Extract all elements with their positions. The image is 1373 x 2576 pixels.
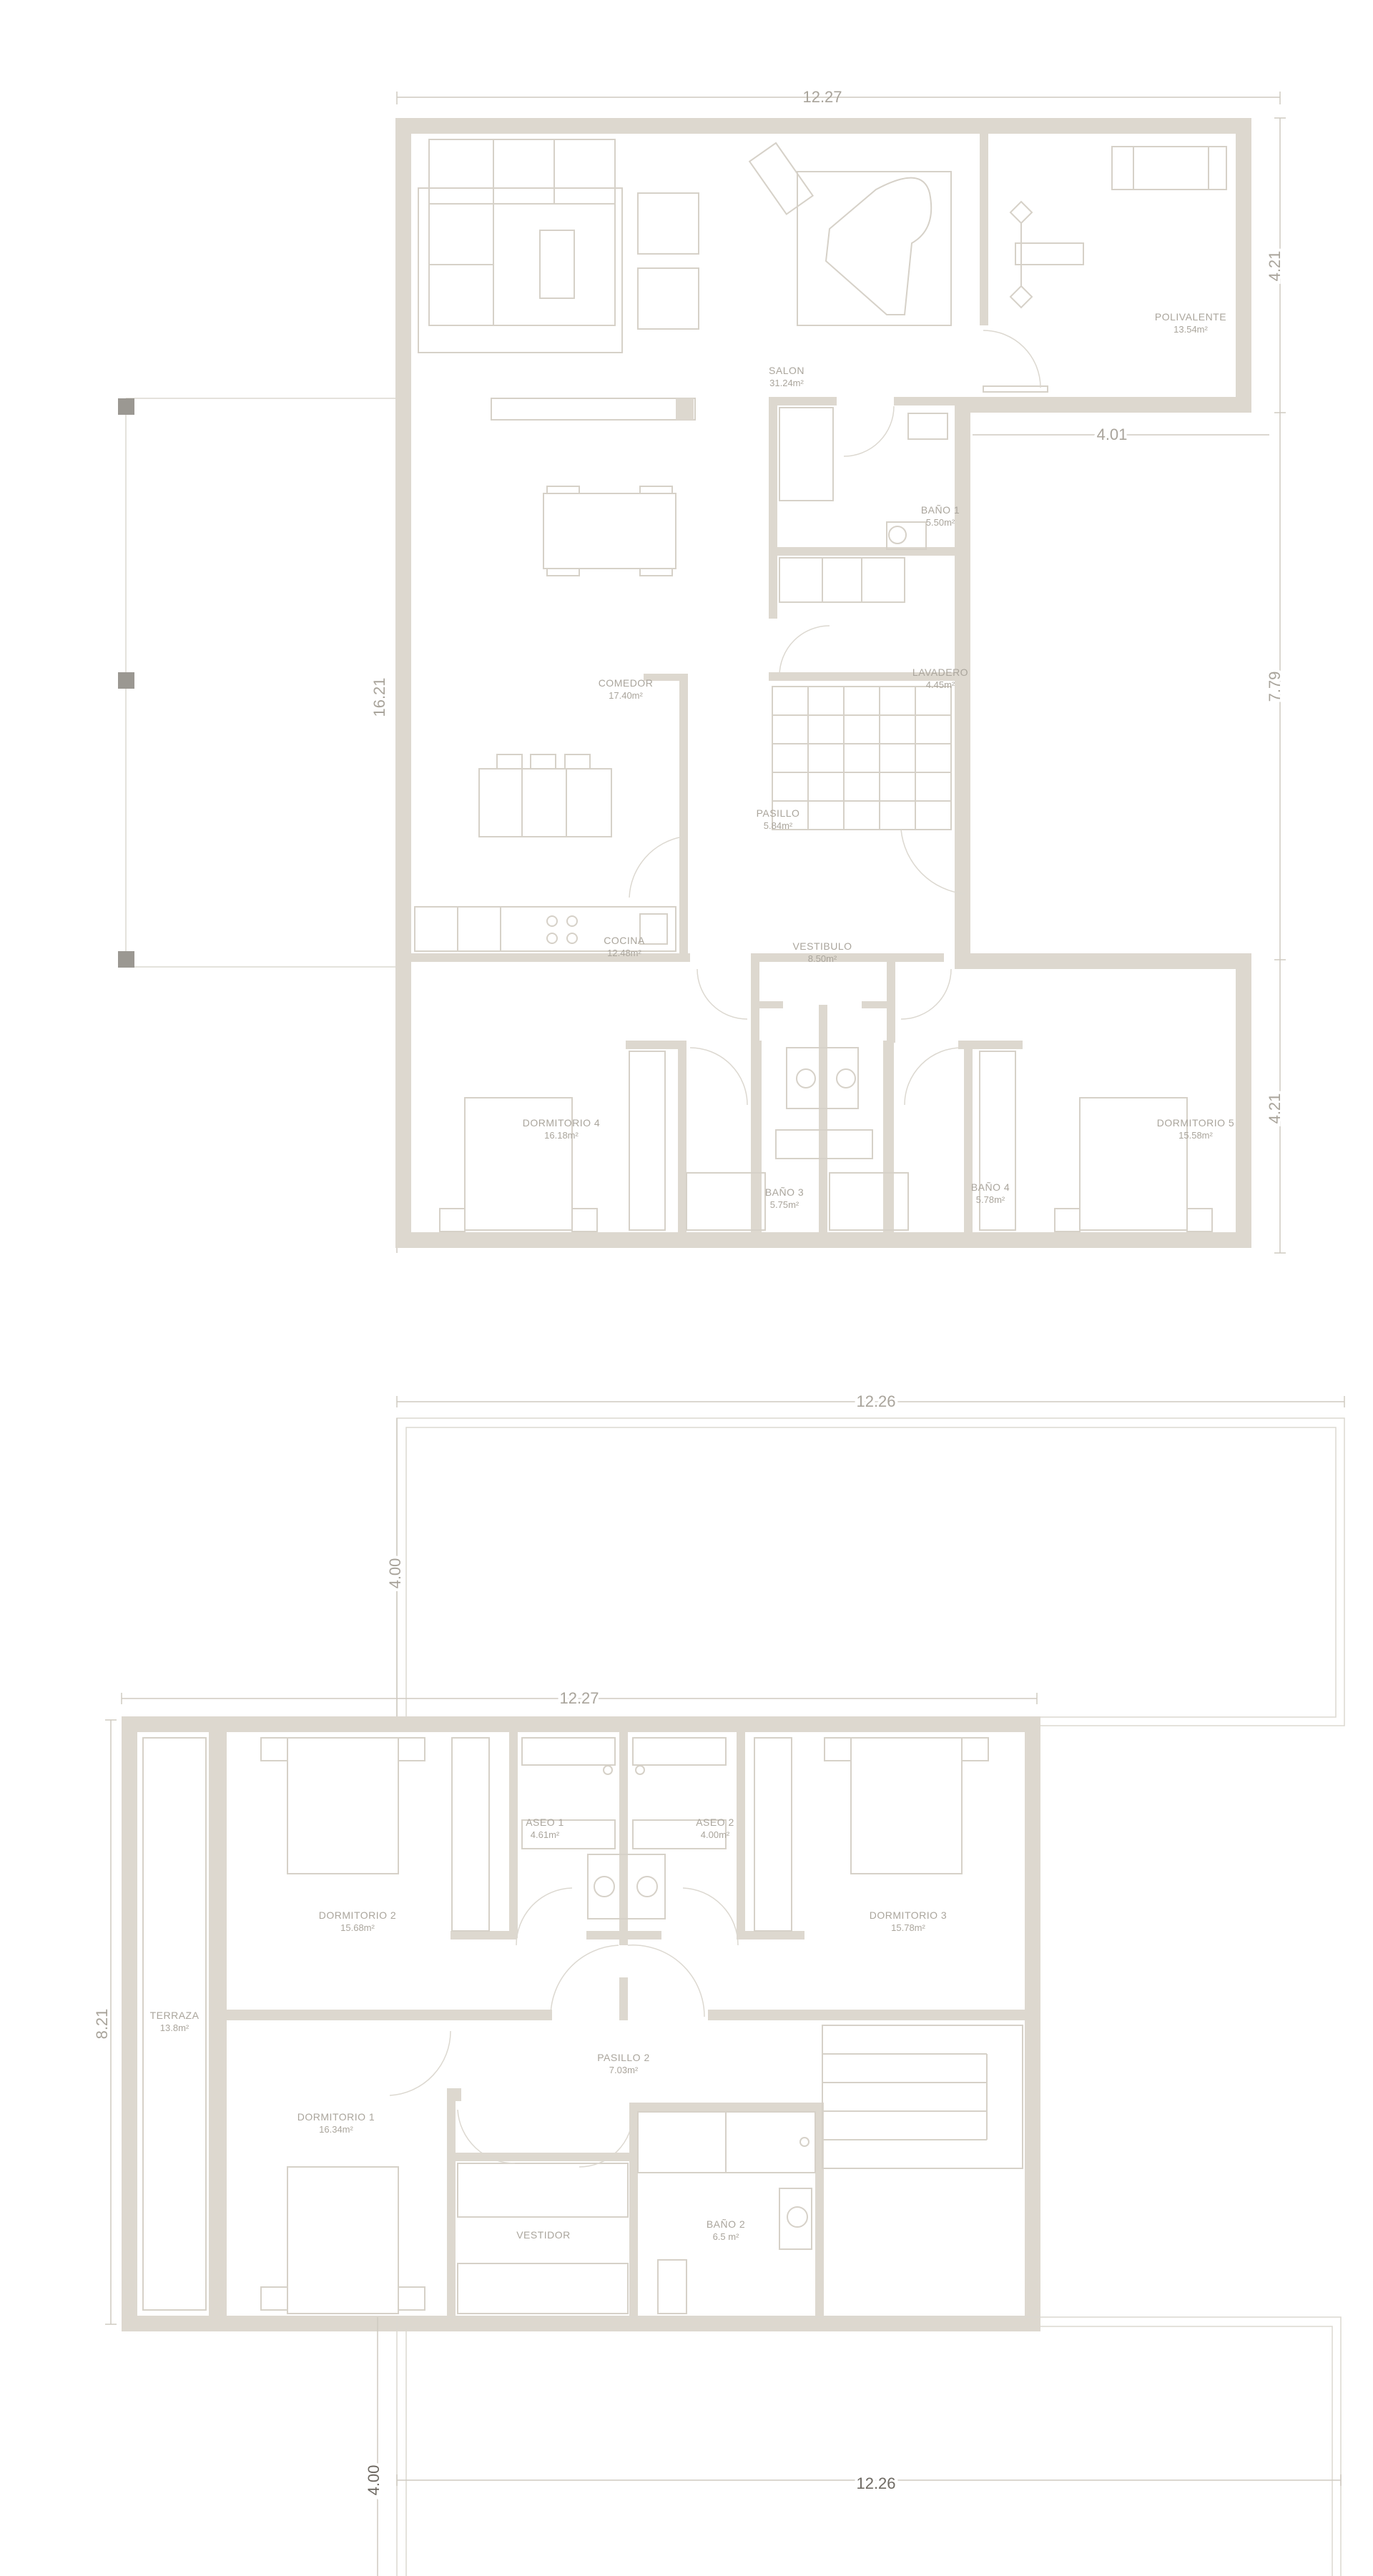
room-name-bano-1: BAÑO 1	[921, 504, 960, 516]
room-name-dormitorio-5: DORMITORIO 5	[1157, 1117, 1234, 1129]
first-floor-walls	[122, 1716, 1040, 2331]
dim-first-floor-width: 12.27	[559, 1689, 599, 1707]
ground-floor-doors	[629, 330, 1041, 1106]
kitchen-counter	[414, 906, 676, 952]
top-roof-area: 12.26 4.00	[383, 1390, 1345, 1726]
room-area-dormitorio-1: 16.34m²	[319, 2124, 353, 2135]
dim-bottom-roof-depth: 4.00	[365, 2465, 383, 2496]
room-name-vestibulo: VESTIBULO	[792, 940, 852, 952]
room-name-comedor: COMEDOR	[599, 677, 654, 689]
first-floor-labels: DORMITORIO 2 15.68m² ASEO 1 4.61m² ASEO …	[150, 1817, 947, 2242]
room-name-aseo-2: ASEO 2	[696, 1817, 734, 1828]
room-area-terraza: 13.8m²	[160, 2022, 190, 2033]
room-area-salon: 31.24m²	[769, 378, 804, 388]
room-name-bano-3: BAÑO 3	[765, 1186, 804, 1198]
bottom-roof-area: 4.00 12.26	[362, 2316, 1342, 2576]
first-floor-doors	[389, 1887, 739, 2168]
column-marker-bottom	[118, 951, 134, 968]
room-area-dormitorio-3: 15.78m²	[891, 1922, 925, 1933]
ground-floor-labels: SALON 31.24m² POLIVALENTE 13.54m² BAÑO 1…	[523, 311, 1234, 1210]
room-area-polivalente: 13.54m²	[1173, 324, 1208, 335]
room-area-lavadero: 4.45m²	[926, 679, 955, 690]
dim-ground-top-width: 12.27	[802, 88, 842, 106]
room-name-bano-2: BAÑO 2	[707, 2218, 745, 2230]
stairs-first	[822, 2025, 1023, 2169]
first-floor-plan: 12.26 4.00 12.27 8.21	[90, 1390, 1345, 2576]
tv-unit	[491, 398, 696, 421]
room-area-aseo-2: 4.00m²	[701, 1829, 730, 1840]
first-floor-furniture	[142, 1737, 1023, 2314]
dining-table	[543, 493, 676, 569]
ground-floor-walls	[395, 118, 1251, 1248]
room-area-bano-2: 6.5 m²	[713, 2231, 740, 2242]
room-name-dormitorio-2: DORMITORIO 2	[319, 1909, 396, 1921]
ground-floor-plan: 12.27 16.21 4.21 7.79 4.21 4.01	[118, 88, 1286, 1254]
dim-bottom-roof-width: 12.26	[856, 2474, 895, 2492]
room-area-bano-3: 5.75m²	[770, 1199, 799, 1210]
room-area-vestibulo: 8.50m²	[808, 953, 837, 964]
room-name-dormitorio-1: DORMITORIO 1	[297, 2111, 375, 2123]
ground-floor-furniture	[414, 139, 1227, 1232]
column-marker-middle	[118, 672, 134, 689]
room-name-bano-4: BAÑO 4	[971, 1181, 1010, 1193]
dim-ground-right-bottom: 4.21	[1266, 1093, 1284, 1124]
terrace-deck	[142, 1737, 207, 2311]
dim-first-floor-depth: 8.21	[93, 2009, 111, 2040]
room-name-cocina: COCINA	[604, 935, 645, 946]
ground-floor-dimensions: 12.27 16.21 4.21 7.79 4.21 4.01	[370, 88, 1286, 1254]
first-floor-dimensions: 12.27 8.21	[90, 1686, 1038, 2325]
room-name-terraza: TERRAZA	[150, 2010, 200, 2021]
bed-dormitorio-3	[850, 1737, 963, 1874]
room-area-comedor: 17.40m²	[609, 690, 643, 701]
stairs-ground	[772, 686, 952, 830]
room-area-cocina: 12.48m²	[607, 948, 641, 958]
sofa	[418, 187, 623, 353]
room-name-pasillo-2: PASILLO 2	[597, 2052, 650, 2063]
room-area-dormitorio-4: 16.18m²	[544, 1130, 579, 1141]
room-name-dormitorio-3: DORMITORIO 3	[870, 1909, 947, 1921]
dim-ground-right-mid: 7.79	[1266, 672, 1284, 702]
dim-top-roof-width: 12.26	[856, 1392, 895, 1410]
bed-dormitorio-1	[287, 2166, 399, 2314]
dim-ground-left-height: 16.21	[370, 677, 388, 717]
room-area-aseo-1: 4.61m²	[531, 1829, 560, 1840]
coffee-table	[539, 230, 575, 299]
room-area-bano-1: 5.50m²	[926, 517, 955, 528]
dim-top-roof-depth: 4.00	[386, 1558, 404, 1589]
room-name-aseo-1: ASEO 1	[526, 1817, 564, 1828]
armchair-bottom	[637, 267, 699, 330]
room-area-dormitorio-5: 15.58m²	[1178, 1130, 1213, 1141]
room-name-vestidor: VESTIDOR	[516, 2229, 571, 2241]
room-area-pasillo-2: 7.03m²	[609, 2065, 639, 2075]
room-name-salon: SALON	[769, 365, 804, 376]
room-area-dormitorio-2: 15.68m²	[340, 1922, 375, 1933]
kitchen-island	[478, 768, 612, 837]
pergola-outline	[118, 398, 395, 968]
room-area-pasillo: 5.84m²	[764, 820, 793, 831]
armchair-top	[637, 192, 699, 255]
dim-ground-notch-width: 4.01	[1097, 426, 1128, 443]
bed-dormitorio-5	[1079, 1097, 1188, 1231]
dim-ground-right-top: 4.21	[1266, 251, 1284, 282]
piano-area	[797, 171, 952, 326]
bed-dormitorio-4	[464, 1097, 573, 1231]
column-marker-top	[118, 398, 134, 415]
room-area-bano-4: 5.78m²	[976, 1194, 1005, 1205]
bed-dormitorio-2	[287, 1737, 399, 1874]
room-name-pasillo: PASILLO	[757, 807, 800, 819]
room-name-lavadero: LAVADERO	[912, 667, 968, 678]
room-name-dormitorio-4: DORMITORIO 4	[523, 1117, 600, 1129]
grand-piano	[825, 177, 932, 315]
room-name-polivalente: POLIVALENTE	[1155, 311, 1226, 323]
